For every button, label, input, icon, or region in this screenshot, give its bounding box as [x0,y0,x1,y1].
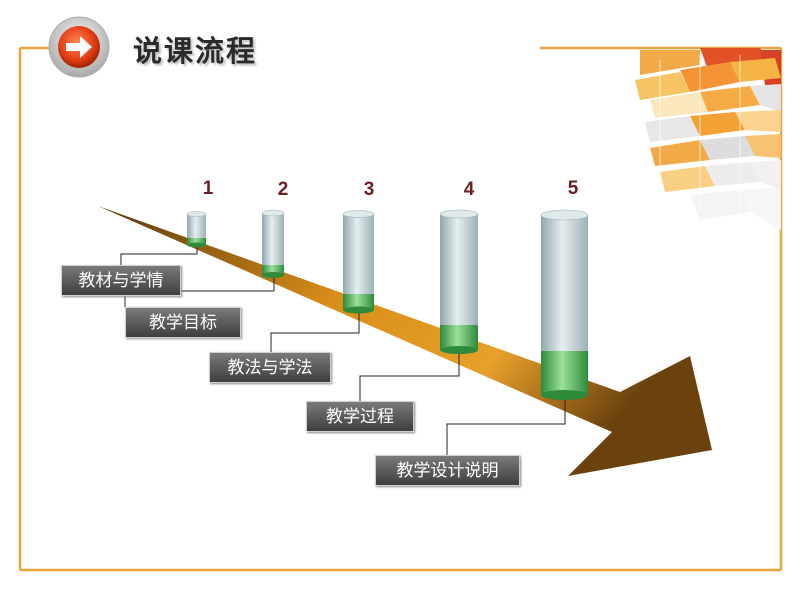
step-number-1: 1 [202,178,214,199]
step-label-3: 教法与学法 [209,352,331,383]
cylinder-1 [186,211,207,248]
step-label-1: 教材与学情 [61,265,181,296]
step-label-2: 教学目标 [125,307,241,338]
step-number-5: 5 [567,178,579,199]
step-number-4: 4 [463,179,475,200]
step-number-3: 3 [363,179,375,200]
cylinder-2 [261,209,285,278]
page-title: 说课流程 [133,34,258,68]
cylinder-5 [540,209,589,400]
decorative-cubes [635,48,781,230]
arrow-right-icon [48,16,110,78]
step-label-4: 教学过程 [306,401,414,432]
step-label-5: 教学设计说明 [375,455,520,486]
cylinder-4 [439,209,479,354]
step-number-2: 2 [277,179,289,200]
cylinder-3 [342,210,375,314]
connector-lines [120,247,566,455]
progress-arrow [98,206,712,476]
